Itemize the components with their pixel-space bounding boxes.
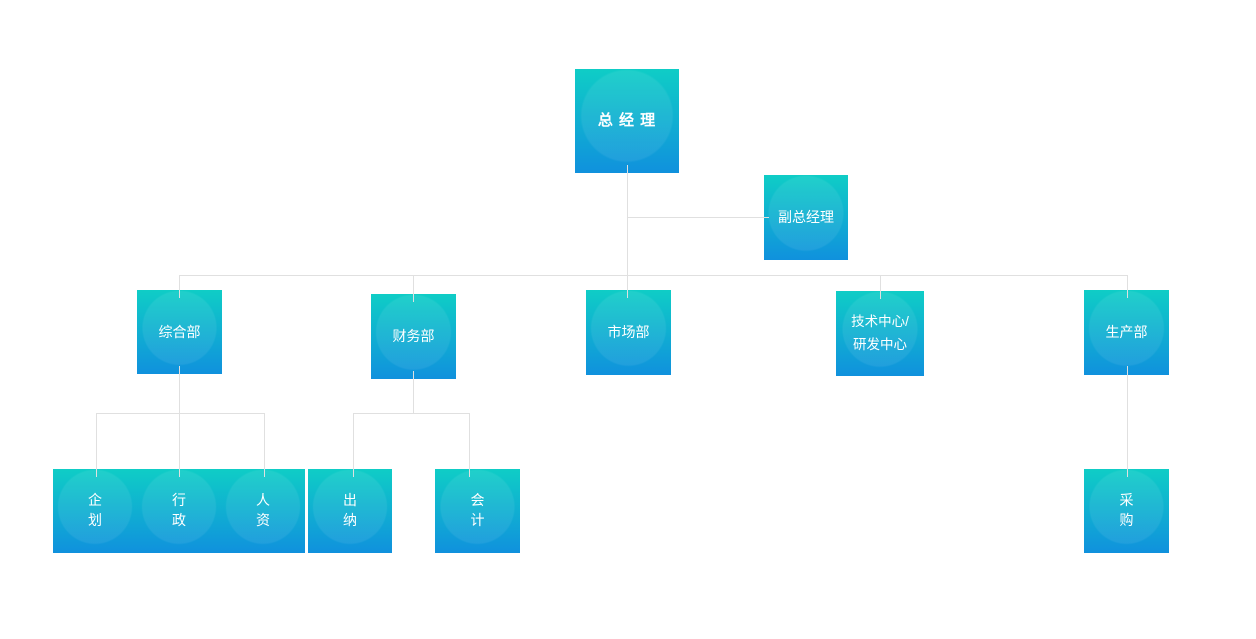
org-node-procurement-label: 采购 [1119, 492, 1134, 528]
org-node-finance-department: 财务部 [371, 294, 456, 379]
org-node-general-department: 综合部 [137, 290, 222, 374]
org-node-tech-rd-center: 技术中心/ 研发中心 [836, 291, 924, 376]
connector-general-dept-horizontal [96, 413, 264, 414]
connector-gm-to-deputy-gm [627, 217, 769, 218]
connector-stub-general-dept [179, 275, 180, 298]
org-node-marketing-department: 市场部 [586, 290, 671, 375]
connector-production-to-procurement [1127, 366, 1128, 477]
org-node-administration: 行政 [137, 469, 221, 553]
connector-stub-accounting [469, 413, 470, 477]
org-node-accounting: 会计 [435, 469, 520, 553]
connector-gm-to-marketing [627, 165, 628, 298]
connector-stub-tech-rd-center [880, 275, 881, 299]
connector-stub-human-resources [264, 413, 265, 477]
org-node-deputy-general-manager: 副总经理 [764, 175, 848, 260]
connector-stub-finance-dept [413, 275, 414, 302]
connector-general-dept-drop [179, 366, 180, 477]
org-node-planning-label: 企划 [88, 492, 102, 528]
org-node-planning: 企划 [53, 469, 137, 553]
connector-stub-planning [96, 413, 97, 477]
connector-stub-cashier [353, 413, 354, 477]
org-node-cashier: 出纳 [308, 469, 392, 553]
org-node-accounting-label: 会计 [470, 492, 485, 528]
connector-stub-production-dept [1127, 275, 1128, 298]
org-node-cashier-label: 出纳 [343, 492, 357, 528]
connector-finance-dept-horizontal [353, 413, 469, 414]
org-node-procurement: 采购 [1084, 469, 1169, 553]
connector-finance-dept-drop [413, 371, 414, 413]
org-node-general-manager: 总 经 理 [575, 69, 679, 173]
org-node-human-resources: 人资 [221, 469, 305, 553]
org-node-production-department: 生产部 [1084, 290, 1169, 375]
org-node-administration-label: 行政 [172, 492, 186, 528]
org-node-human-resources-label: 人资 [256, 492, 270, 528]
connector-level2-horizontal [179, 275, 1127, 276]
